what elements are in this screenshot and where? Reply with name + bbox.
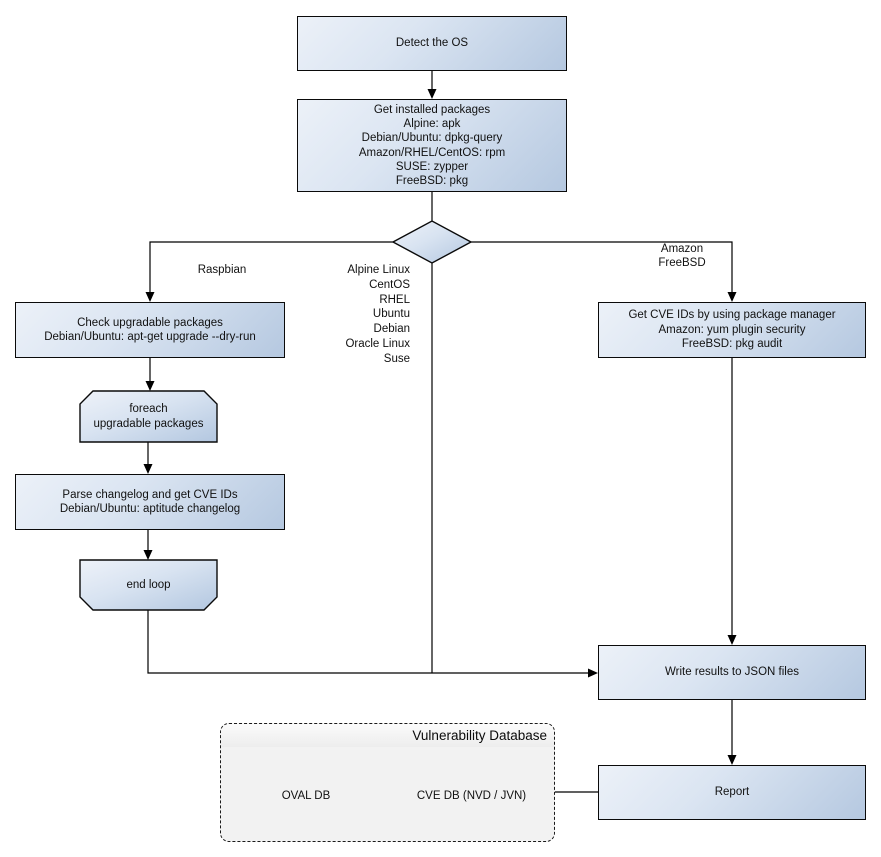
vulnerability-database-title: Vulnerability Database xyxy=(221,724,554,747)
arrowhead-down-icon xyxy=(727,635,737,645)
arrowhead-down-icon xyxy=(727,755,737,765)
flow-edges xyxy=(147,71,733,793)
arrowhead-down-icon xyxy=(143,550,153,560)
cve-db-label: CVE DB (NVD / JVN) xyxy=(416,789,527,802)
arrowhead-down-icon xyxy=(727,292,737,302)
arrowhead-right-icon xyxy=(588,668,598,678)
arrowhead-down-icon xyxy=(143,464,153,474)
end-loop-shape xyxy=(79,559,218,611)
node-check-upgradable-packages: Check upgradable packages Debian/Ubuntu:… xyxy=(15,302,285,358)
node-report: Report xyxy=(598,765,866,820)
arrowhead-down-icon xyxy=(145,292,155,302)
arrowhead-down-icon xyxy=(145,381,155,391)
edge-decision-to-getcve xyxy=(471,241,733,292)
node-detect-os: Detect the OS xyxy=(297,16,567,71)
arrowhead-down-icon xyxy=(427,89,437,99)
node-parse-changelog: Parse changelog and get CVE IDs Debian/U… xyxy=(15,474,285,530)
edge-decision-to-check xyxy=(149,241,393,292)
flow-arrowheads xyxy=(143,89,737,765)
vulnerability-database-container: Vulnerability Database xyxy=(220,723,555,842)
decision-diamond xyxy=(391,220,473,264)
edge-label-os-list: Alpine Linux CentOS RHEL Ubuntu Debian O… xyxy=(345,264,410,365)
edge-label-amazon-freebsd: Amazon FreeBSD xyxy=(658,243,706,269)
foreach-loop-label: foreach upgradable packages xyxy=(93,403,204,430)
node-write-results-json: Write results to JSON files xyxy=(598,645,866,700)
oval-db-label: OVAL DB xyxy=(281,789,331,802)
end-loop-label: end loop xyxy=(126,578,171,591)
node-get-installed-packages: Get installed packages Alpine: apk Debia… xyxy=(297,99,567,192)
edge-endloop-to-write xyxy=(147,610,588,674)
edge-label-raspbian: Raspbian xyxy=(197,264,247,276)
node-get-cve-ids: Get CVE IDs by using package manager Ama… xyxy=(598,302,866,358)
foreach-loop-shape xyxy=(79,390,218,443)
